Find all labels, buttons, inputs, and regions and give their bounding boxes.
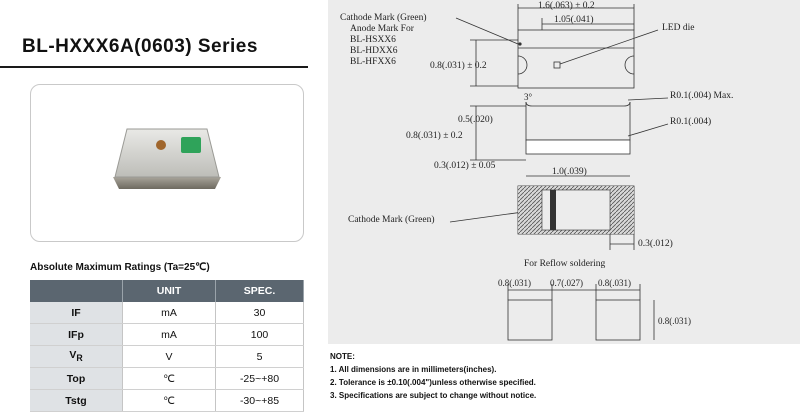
model-label: BL-HFXX6: [350, 57, 396, 67]
symbol-text: V: [69, 349, 77, 362]
model-label: BL-HSXX6: [350, 35, 396, 45]
unit-cell: ℃: [122, 367, 216, 390]
chip-lens: [114, 128, 220, 178]
model-label: BL-HDXX6: [350, 46, 398, 56]
symbol-cell: Tstg: [30, 389, 123, 412]
cathode-mark-bottom-label: Cathode Mark (Green): [348, 214, 435, 225]
ratings-table: UNIT SPEC. IF mA 30 IFp mA 100 VR V 5 To…: [30, 280, 304, 412]
table-row: IFp mA 100: [30, 323, 304, 346]
symbol-subscript: R: [76, 353, 83, 364]
dim-inner-label: 1.05(.041): [554, 14, 594, 25]
drawing-svg: Cathode Mark (Green) Anode Mark For BL-H…: [340, 0, 733, 341]
spec-cell: -25~+80: [215, 367, 304, 390]
spec-cell: -30~+85: [215, 389, 304, 412]
dim-03-label: 0.3(.012) ± 0.05: [434, 160, 496, 171]
table-row: IF mA 30: [30, 302, 304, 324]
solder-pad-right: [595, 299, 641, 341]
page-title: BL-HXXX6A(0603) Series: [22, 36, 258, 57]
product-photo: [30, 84, 304, 242]
solder-pad-left: [507, 299, 553, 341]
anode-mark-label: Anode Mark For: [350, 24, 415, 34]
ratings-title: Absolute Maximum Ratings (Ta=25℃): [30, 262, 210, 273]
table-row: Top ℃ -25~+80: [30, 367, 304, 390]
led-chip-image: [113, 128, 221, 189]
header-unit: UNIT: [122, 280, 216, 302]
unit-cell: mA: [122, 323, 216, 346]
dim-03b-label: 0.3(.012): [638, 238, 673, 249]
top-view-outline: [517, 29, 635, 89]
note-item: 1. All dimensions are in millimeters(inc…: [330, 365, 497, 374]
dim-05-label: 0.5(.020): [458, 114, 493, 125]
reflow-title: For Reflow soldering: [524, 258, 606, 269]
table-row: Tstg ℃ -30~+85: [30, 389, 304, 412]
symbol-cell: IF: [30, 302, 123, 324]
left-notch: [517, 55, 528, 75]
note-item: 3. Specifications are subject to change …: [330, 391, 537, 400]
led-die-outline: [553, 61, 561, 69]
leader-line: [455, 17, 519, 45]
table-header-row: UNIT SPEC.: [30, 280, 304, 302]
pad-h-label: 0.8(.031): [658, 316, 691, 326]
symbol-cell: Top: [30, 367, 123, 390]
dim-height-top-label: 0.8(.031) ± 0.2: [430, 60, 487, 71]
notes-section: NOTE: 1. All dimensions are in millimete…: [330, 350, 536, 402]
table-row: VR V 5: [30, 345, 304, 368]
pad-gap-label: 0.7(.027): [550, 278, 583, 288]
leader-line: [627, 97, 669, 101]
leader-line: [627, 123, 669, 137]
symbol-cell: IFp: [30, 323, 123, 346]
header-symbol: [30, 280, 123, 302]
title-divider: [0, 66, 308, 68]
unit-cell: mA: [122, 302, 216, 324]
pad-b-label: 0.8(.031): [598, 278, 631, 288]
dim-10-label: 1.0(.039): [552, 166, 587, 177]
note-item: 2. Tolerance is ±0.10(.004")unless other…: [330, 378, 536, 387]
side-view-dome: [525, 101, 631, 107]
led-die-label: LED die: [662, 23, 694, 33]
unit-cell: V: [122, 345, 216, 368]
chip-base: [113, 177, 221, 189]
leader-line: [559, 29, 659, 65]
dimension-drawing: Cathode Mark (Green) Anode Mark For BL-H…: [328, 0, 800, 344]
radius-max-label: R0.1(.004) Max.: [670, 90, 733, 101]
led-die: [156, 140, 166, 150]
cathode-bar: [550, 190, 556, 230]
spec-cell: 100: [215, 323, 304, 346]
pad-a-label: 0.8(.031): [498, 278, 531, 288]
dim-width-label: 1.6(.063) ± 0.2: [538, 0, 595, 11]
notes-heading: NOTE:: [330, 352, 355, 361]
cathode-mark: [181, 137, 201, 153]
symbol-cell: VR: [30, 345, 123, 368]
side-view-base: [525, 139, 631, 155]
spec-cell: 30: [215, 302, 304, 324]
right-notch: [624, 55, 635, 75]
cathode-dot: [518, 42, 522, 46]
header-spec: SPEC.: [215, 280, 304, 302]
angle-label: 3°: [524, 92, 533, 102]
cathode-mark-label: Cathode Mark (Green): [340, 12, 427, 23]
dim-height-side-label: 0.8(.031) ± 0.2: [406, 130, 463, 141]
side-view-body: [525, 102, 631, 141]
radius-label: R0.1(.004): [670, 116, 711, 127]
unit-cell: ℃: [122, 389, 216, 412]
spec-cell: 5: [215, 345, 304, 368]
